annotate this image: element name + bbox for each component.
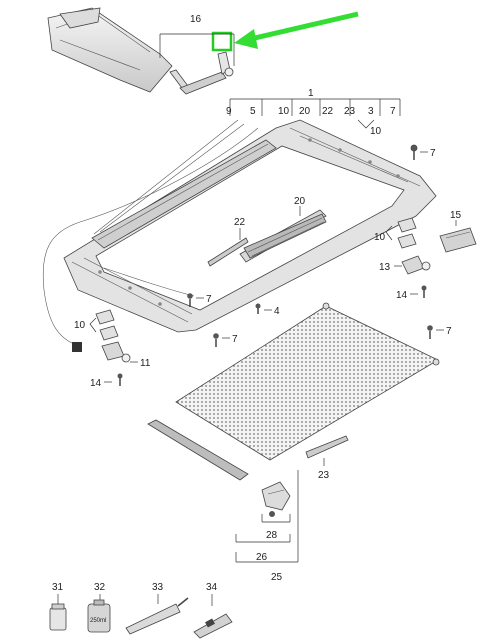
leader-28	[261, 514, 291, 523]
arrow	[234, 11, 359, 49]
screw-7e	[427, 325, 433, 339]
callout-33: 33	[152, 582, 164, 593]
hose-end	[72, 342, 82, 352]
callout-11: 11	[140, 358, 151, 369]
seal-strip	[93, 119, 245, 235]
pin-22	[207, 237, 249, 267]
screw-7a	[410, 144, 418, 160]
cable-left	[103, 267, 195, 297]
callout-22b: 22	[234, 217, 246, 228]
guide-rail	[91, 139, 277, 249]
screw-14a	[421, 285, 427, 298]
callout-26: 26	[256, 552, 268, 563]
callout-14b: 14	[90, 378, 102, 389]
glass-panel	[47, 7, 173, 93]
callout-4: 4	[274, 306, 280, 317]
callout-10c: 10	[374, 232, 386, 243]
bracket-28	[261, 481, 291, 517]
callout-14a: 14	[396, 290, 408, 301]
callout-3: 3	[368, 106, 374, 117]
tube-33	[125, 597, 189, 635]
callout-7a: 7	[390, 106, 396, 117]
clip-10-upper	[397, 217, 417, 249]
screw-7b	[187, 293, 193, 307]
sunroof-frame	[63, 119, 437, 333]
leader-10d	[89, 317, 97, 333]
leader-25	[235, 470, 299, 563]
callout-1: 1	[308, 88, 314, 99]
leader-26	[235, 534, 291, 543]
callout-7e: 7	[446, 326, 452, 337]
clip-10-lower	[95, 309, 119, 341]
callout-10a: 10	[278, 106, 290, 117]
highlight-box	[211, 31, 233, 52]
leader-1	[229, 98, 401, 116]
can-label: 250ml	[90, 618, 106, 624]
callout-13: 13	[379, 262, 391, 273]
callout-7d: 7	[232, 334, 238, 345]
callout-34: 34	[206, 582, 218, 593]
callout-16: 16	[190, 14, 202, 25]
callout-23a: 23	[344, 106, 356, 117]
applicator-34	[193, 613, 233, 639]
glass-bracket	[169, 51, 234, 95]
callout-7b: 7	[206, 294, 212, 305]
callout-23b: 23	[318, 470, 330, 481]
callout-31: 31	[52, 582, 64, 593]
screw-7d	[213, 333, 219, 347]
leader-16	[159, 33, 235, 66]
callout-22a: 22	[322, 106, 334, 117]
callout-9: 9	[226, 106, 232, 117]
screw-4	[255, 303, 261, 314]
callout-15: 15	[450, 210, 462, 221]
container-31	[49, 603, 67, 631]
callout-20a: 20	[299, 106, 311, 117]
callout-7c: 7	[430, 148, 436, 159]
pin-23	[305, 435, 349, 459]
callout-25: 25	[271, 572, 283, 583]
sunshade-mesh	[175, 302, 440, 461]
can-32	[87, 599, 111, 633]
motor-11	[101, 341, 131, 363]
control-unit-15	[439, 227, 477, 253]
callout-10b: 10	[370, 126, 382, 137]
motor-13	[401, 255, 431, 275]
front-rail	[147, 419, 249, 481]
screw-14b	[117, 373, 123, 386]
leader-10b	[357, 119, 375, 129]
callout-32: 32	[94, 582, 106, 593]
callout-28: 28	[266, 530, 278, 541]
leader-10c	[385, 225, 393, 241]
callout-20b: 20	[294, 196, 306, 207]
callout-10d: 10	[74, 320, 86, 331]
drive-cable-20	[243, 213, 327, 259]
drain-hose	[42, 127, 259, 345]
callout-5: 5	[250, 106, 256, 117]
